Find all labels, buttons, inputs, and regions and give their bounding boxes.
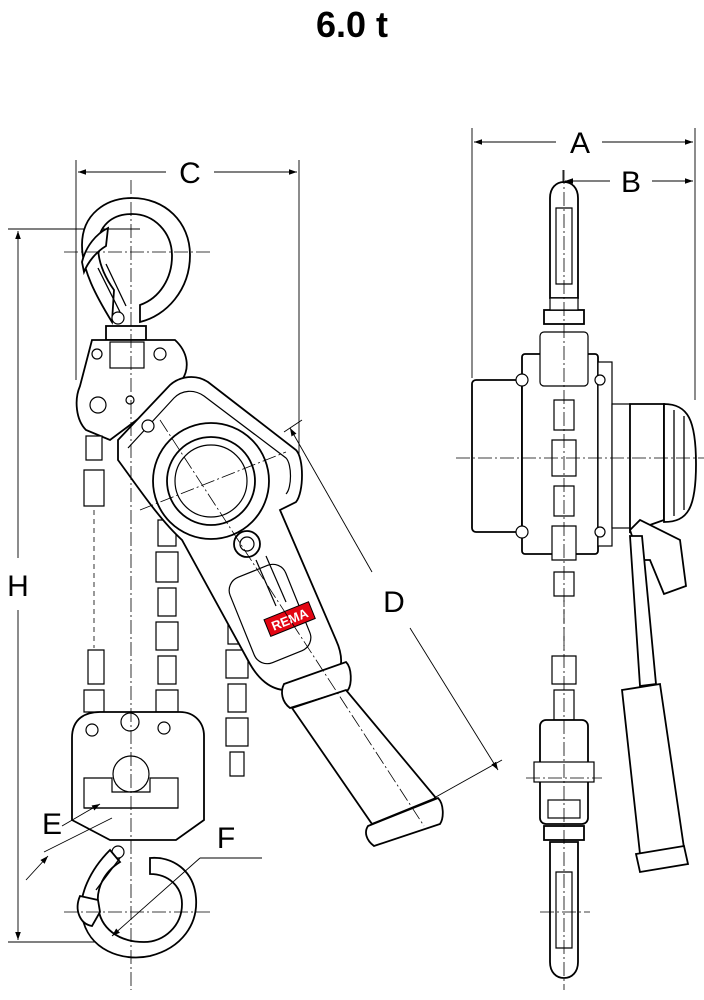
svg-text:B: B (621, 166, 641, 199)
svg-text:A: A (570, 127, 590, 160)
front-view: REMA (8, 160, 444, 990)
svg-text:F: F (217, 822, 235, 855)
bottom-block (71, 711, 205, 841)
svg-text:H: H (7, 570, 29, 603)
svg-text:D: D (383, 586, 405, 619)
dimension-E: E (25, 803, 113, 881)
side-bottom-block (533, 719, 595, 979)
lever-handle (281, 660, 444, 848)
side-lever (621, 518, 690, 874)
dimension-B: B (565, 166, 693, 199)
dimension-F: F (111, 822, 262, 937)
capacity-title: 6.0 t (315, 4, 389, 45)
top-hook (81, 197, 191, 341)
dimension-D: D (283, 419, 503, 799)
svg-text:C: C (179, 157, 201, 190)
dimension-C: C (78, 157, 297, 190)
side-housing (471, 331, 697, 555)
bottom-hook (76, 845, 197, 959)
side-view (456, 128, 704, 990)
load-chain-left (83, 435, 105, 713)
svg-text:E: E (42, 808, 62, 841)
side-plate (75, 339, 188, 442)
dimension-A: A (474, 127, 693, 160)
dimension-H: H (7, 231, 29, 940)
